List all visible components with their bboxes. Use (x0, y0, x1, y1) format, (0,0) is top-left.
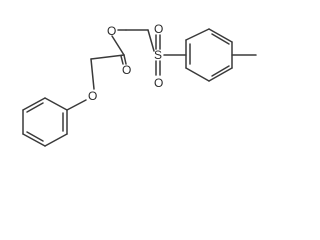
ether-oxygen-label: O (88, 89, 97, 103)
molecule-structure: O O S O O O (22, 22, 257, 147)
ester-oxygen-label: O (107, 24, 116, 38)
sulfonyl-oxygen-bottom-label: O (154, 76, 163, 90)
carbonyl-oxygen-label: O (122, 63, 131, 77)
atom-labels: O O S O O O (88, 22, 163, 103)
sulfur-label: S (154, 48, 162, 62)
sulfonyl-oxygen-top-label: O (154, 22, 163, 36)
bond-lines (22, 28, 257, 147)
